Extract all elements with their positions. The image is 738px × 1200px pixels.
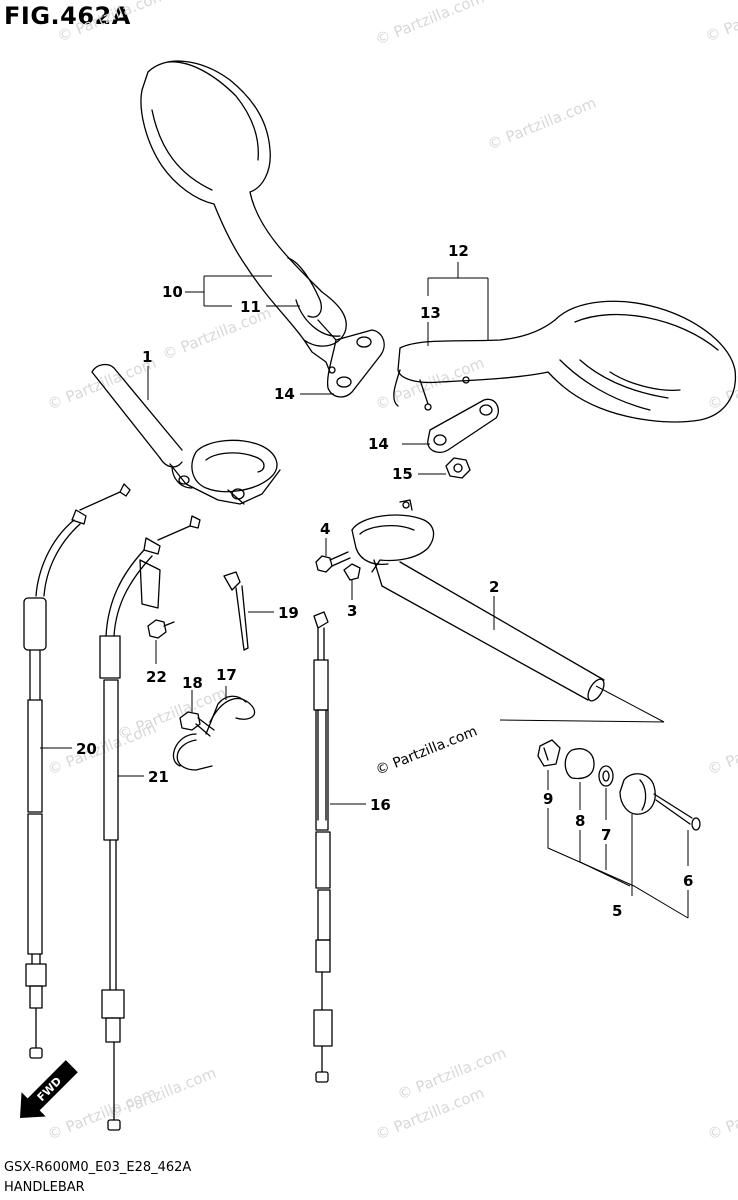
- callout-10: 10: [162, 283, 183, 301]
- watermark-10: © Partzilla.com: [373, 1084, 487, 1144]
- watermark-16: © Partzilla.com: [105, 1064, 219, 1124]
- nut-3: [343, 563, 361, 581]
- left-handlebar: [91, 363, 281, 505]
- callout-13: 13: [420, 304, 441, 322]
- callout-19: 19: [278, 604, 299, 622]
- callout-7: 7: [601, 826, 611, 844]
- right-handle-grip: [393, 300, 737, 423]
- cable-tie-19: [223, 571, 249, 651]
- callout-21: 21: [148, 768, 169, 786]
- right-handlebar: [351, 499, 605, 702]
- center-watermark: © Partzilla.com: [374, 723, 480, 778]
- figure-code: GSX-R600M0_E03_E28_462A: [4, 1160, 192, 1175]
- nut-15: [445, 457, 471, 479]
- callout-12: 12: [448, 242, 469, 260]
- callout-15: 15: [392, 465, 413, 483]
- right-clamp-bracket: [427, 398, 499, 454]
- left-handle-grip: [140, 60, 347, 374]
- clutch-cable-16: [313, 611, 333, 1083]
- callout-3: 3: [347, 602, 357, 620]
- callout-labels: 1 2 3 4 5 6 7 8 9 10 11 12 13 14 14 15 1…: [76, 242, 693, 920]
- screw-22: [147, 619, 175, 639]
- callout-14-upper: 14: [274, 385, 295, 403]
- left-clamp-bracket: [326, 329, 385, 398]
- callout-22: 22: [146, 668, 167, 686]
- throttle-cable-20: [23, 483, 131, 1059]
- callout-14-lower: 14: [368, 435, 389, 453]
- figure-name: HANDLEBAR: [4, 1180, 85, 1195]
- callout-8: 8: [575, 812, 585, 830]
- bolt-18: [179, 711, 215, 737]
- figure-title: FIG.462A: [4, 2, 131, 30]
- watermark-13: © Partzilla.com: [485, 94, 599, 154]
- callout-5: 5: [612, 902, 622, 920]
- watermark-layer: © Partzilla.com © Partzilla.com © Partzi…: [45, 0, 738, 1144]
- callout-20: 20: [76, 740, 97, 758]
- callout-1: 1: [142, 348, 152, 366]
- watermark-1: © Partzilla.com: [55, 0, 169, 46]
- bracket-wire-17: [172, 695, 256, 771]
- callout-17: 17: [216, 666, 237, 684]
- callout-4: 4: [320, 520, 330, 538]
- bolt-4: [315, 551, 351, 573]
- callout-6: 6: [683, 872, 693, 890]
- callout-18: 18: [182, 674, 203, 692]
- bar-end-assembly: [537, 739, 701, 831]
- callout-16: 16: [370, 796, 391, 814]
- callout-9: 9: [543, 790, 553, 808]
- callout-2: 2: [489, 578, 499, 596]
- watermark-2: © Partzilla.com: [373, 0, 487, 49]
- watermark-8: © Partzilla.com: [705, 719, 738, 779]
- watermark-3: © Partzilla.com: [703, 0, 738, 46]
- watermark-14: © Partzilla.com: [115, 684, 229, 744]
- callout-11: 11: [240, 298, 261, 316]
- leader-lines: [40, 262, 689, 919]
- throttle-cable-21: [99, 515, 201, 1131]
- watermark-11: © Partzilla.com: [705, 1084, 738, 1144]
